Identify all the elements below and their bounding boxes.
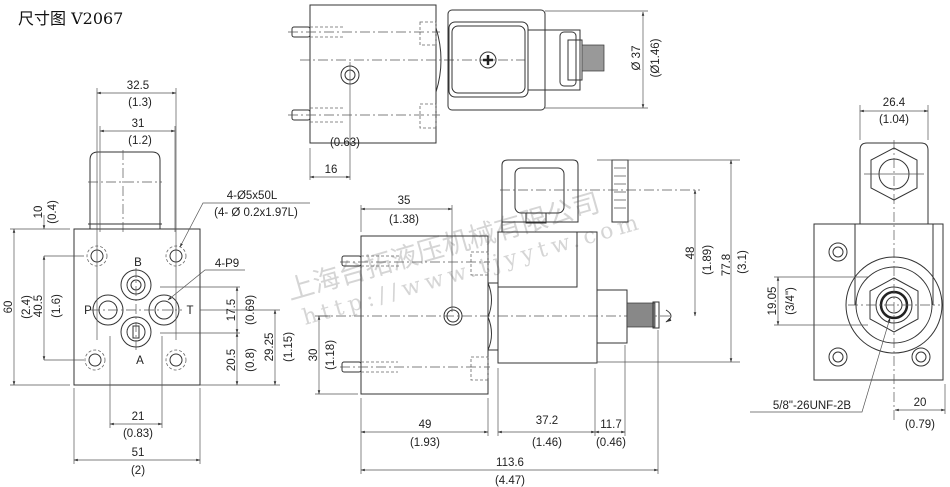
- dim-113-6-in: (4.47): [495, 475, 525, 487]
- dim-16: 16: [325, 164, 338, 176]
- dim-60-in: (2.4): [21, 295, 33, 319]
- dim-19-05: 19.05: [767, 287, 779, 316]
- dim-0-63-in: (0.63): [330, 137, 360, 149]
- side-view: 35 (1.38) 30 (1.18) 49 (1.93) 37.2 (1.46…: [308, 159, 749, 487]
- watermark: 上海台拓液压机械有限公司 http://www.tjyytw.com: [283, 188, 646, 331]
- dim-30: 30: [308, 349, 320, 362]
- dim-31-in: (1.2): [128, 135, 152, 147]
- dim-10: 10: [33, 206, 45, 219]
- front-dimension-lines: [12, 91, 310, 462]
- dim-40-5: 40.5: [33, 295, 45, 317]
- dim-35-in: (1.38): [389, 214, 419, 226]
- dim-17-5: 17.5: [226, 299, 238, 321]
- dim-30-in: (1.18): [325, 340, 337, 370]
- dim-10-in: (0.4): [47, 200, 59, 224]
- side-dimension-lines: [317, 159, 733, 472]
- dim-31: 31: [132, 118, 145, 130]
- valve-body-side: [360, 235, 489, 395]
- valve-body-end: [813, 223, 944, 381]
- drawing-title: 尺寸图 V2067: [18, 9, 123, 28]
- dim-32-5: 32.5: [127, 80, 149, 92]
- port-label-b: B: [134, 257, 142, 269]
- knurled-nut-top: [581, 44, 605, 72]
- dim-11-7: 11.7: [600, 419, 622, 431]
- dim-48-in: (1.89): [702, 245, 714, 275]
- top-view: Ø 37 (Ø1.46) (0.63) 16: [288, 4, 662, 180]
- dim-29-25-in: (1.15): [283, 332, 295, 362]
- dim-21: 21: [132, 411, 145, 423]
- dim-19-05-in: (3/4"): [785, 287, 797, 315]
- dim-37-2: 37.2: [536, 415, 558, 427]
- knurled-adjuster: [626, 302, 656, 328]
- dim-51: 51: [132, 447, 145, 459]
- dim-21-in: (0.83): [123, 428, 153, 440]
- dim-48: 48: [685, 247, 697, 260]
- dim-20: 20: [914, 397, 927, 409]
- callout-bolts-in: (4- Ø 0.2x1.97L): [214, 207, 298, 219]
- dim-26-4: 26.4: [883, 97, 906, 109]
- dim-11-7-in: (0.46): [596, 437, 626, 449]
- dim-51-in: (2): [131, 465, 145, 477]
- dim-20-in: (0.79): [905, 419, 935, 431]
- dim-77-8: 77.8: [721, 254, 733, 276]
- thread-callout: 5/8"-26UNF-2B: [773, 400, 852, 412]
- dim-26-4-in: (1.04): [879, 114, 909, 126]
- end-mounting-holes: [828, 242, 931, 367]
- dim-32-5-in: (1.3): [128, 97, 152, 109]
- dim-49: 49: [419, 419, 432, 431]
- port-label-t: T: [186, 305, 193, 317]
- end-view: 26.4 (1.04) 19.05 (3/4") 5/8"-26UNF-2B 2…: [750, 97, 946, 431]
- dim-37-2-in: (1.46): [532, 437, 562, 449]
- dim-17-5-in: (0.69): [245, 295, 257, 325]
- dim-29-25: 29.25: [264, 333, 276, 362]
- dim-77-8-in: (3.1): [737, 250, 749, 274]
- callout-bolts-mm: 4-Ø5x50L: [227, 190, 278, 202]
- dim-49-in: (1.93): [410, 437, 440, 449]
- callout-ports: 4-P9: [215, 258, 239, 270]
- dim-60: 60: [3, 301, 15, 314]
- ports: [90, 268, 182, 350]
- dim-20-5: 20.5: [226, 349, 238, 371]
- dim-20-5-in: (0.8): [245, 348, 257, 372]
- front-view: B P T A 32.5 (1.3) 31 (1.2) 10 (0.4) 60 …: [3, 80, 310, 477]
- dim-dia-37-in: (Ø1.46): [650, 38, 662, 77]
- port-label-p: P: [84, 305, 92, 317]
- stem-nut: [596, 289, 628, 344]
- solenoid-cap-outline: [89, 151, 161, 229]
- dim-dia-37: Ø 37: [631, 46, 643, 71]
- dim-113-6: 113.6: [496, 457, 524, 469]
- port-label-a: A: [136, 355, 144, 367]
- valve-body-front: [73, 228, 201, 386]
- dim-35: 35: [398, 195, 411, 207]
- valve-body-top: [309, 4, 437, 144]
- dim-40-5-in: (1.6): [51, 294, 63, 318]
